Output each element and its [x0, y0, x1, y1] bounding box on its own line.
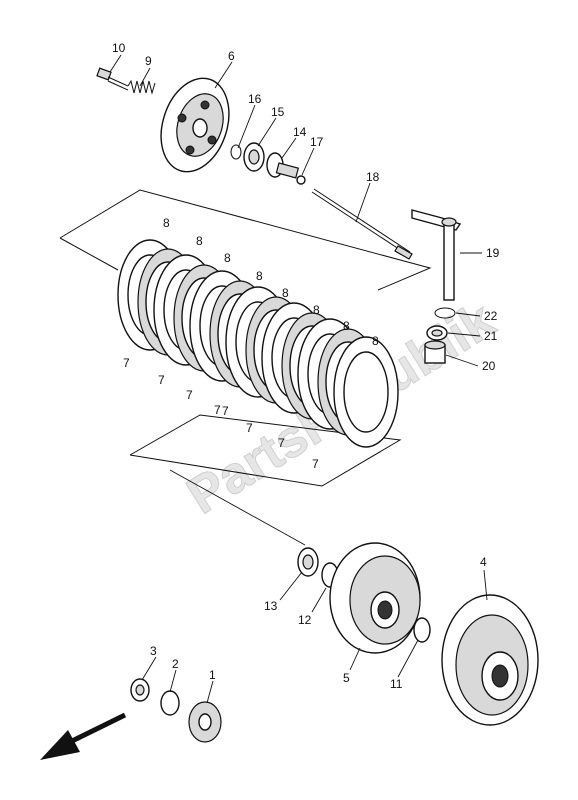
callout-8: 8 — [343, 319, 350, 333]
plates-group-frame-top — [59, 189, 432, 291]
part-4-clutch-housing[interactable] — [441, 594, 539, 726]
callout-18: 18 — [366, 170, 380, 184]
part-16-circlip[interactable] — [230, 144, 242, 160]
part-20-bearing[interactable] — [424, 340, 446, 364]
callout-10: 10 — [112, 41, 126, 55]
callout-16: 16 — [248, 92, 262, 106]
part-19-push-lever-shaft[interactable] — [411, 209, 462, 301]
part-14-push-piece[interactable] — [266, 152, 300, 179]
callout-8: 8 — [372, 334, 379, 348]
part-15-bearing[interactable] — [243, 142, 265, 172]
friction-plate[interactable] — [333, 336, 399, 448]
callout-7: 7 — [278, 436, 285, 450]
part-13-bearing[interactable] — [297, 547, 319, 577]
part-22-clip[interactable] — [434, 307, 456, 319]
part-18-push-rod[interactable] — [311, 188, 413, 260]
callout-7: 7 — [158, 373, 165, 387]
clutch-plate-stack — [117, 239, 399, 448]
part-17-ball[interactable] — [296, 175, 306, 185]
callout-14: 14 — [293, 125, 307, 139]
part-5-clutch-boss[interactable] — [329, 542, 421, 654]
callout-7: 7 — [186, 388, 193, 402]
callout-8: 8 — [196, 234, 203, 248]
leader-lines — [109, 54, 488, 704]
callout-3: 3 — [150, 644, 157, 658]
callout-4: 4 — [480, 555, 487, 569]
callout-9: 9 — [145, 54, 152, 68]
callout-7: 7 — [246, 421, 253, 435]
part-11-washer[interactable] — [413, 617, 431, 643]
callout-5: 5 — [343, 671, 350, 685]
callout-8: 8 — [256, 269, 263, 283]
part-2-washer[interactable] — [160, 690, 180, 716]
part-3-nut[interactable] — [130, 678, 150, 702]
callout-8: 8 — [163, 216, 170, 230]
part-10-bolt[interactable] — [96, 67, 129, 91]
part-21-oil-seal[interactable] — [426, 325, 448, 341]
callout-17: 17 — [310, 135, 324, 149]
front-direction-arrow — [40, 712, 127, 760]
callout-7: 7 — [312, 457, 319, 471]
callout-8: 8 — [224, 251, 231, 265]
callout-15: 15 — [271, 105, 285, 119]
callout-labels: 10 9 6 16 15 14 17 18 19 22 21 20 8 8 8 … — [112, 41, 500, 691]
callout-22: 22 — [484, 309, 498, 323]
callout-21: 21 — [484, 329, 498, 343]
part-1-gear[interactable] — [188, 701, 222, 743]
callout-20: 20 — [482, 359, 496, 373]
callout-11: 11 — [390, 677, 403, 691]
plates-frame-left — [59, 237, 119, 271]
part-6-pressure-plate[interactable] — [150, 69, 241, 180]
callout-7: 7 — [222, 404, 229, 418]
callout-13: 13 — [264, 599, 278, 613]
callout-6: 6 — [228, 49, 235, 63]
part-9-spring[interactable] — [127, 79, 156, 95]
callout-8: 8 — [282, 286, 289, 300]
callout-19: 19 — [486, 246, 500, 260]
callout-8: 8 — [313, 303, 320, 317]
callout-12: 12 — [298, 613, 312, 627]
callout-2: 2 — [172, 657, 179, 671]
callout-7: 7 — [123, 356, 130, 370]
callout-1: 1 — [209, 668, 216, 682]
callout-7: 7 — [214, 403, 221, 417]
plates-group-frame-bottom — [129, 414, 402, 487]
